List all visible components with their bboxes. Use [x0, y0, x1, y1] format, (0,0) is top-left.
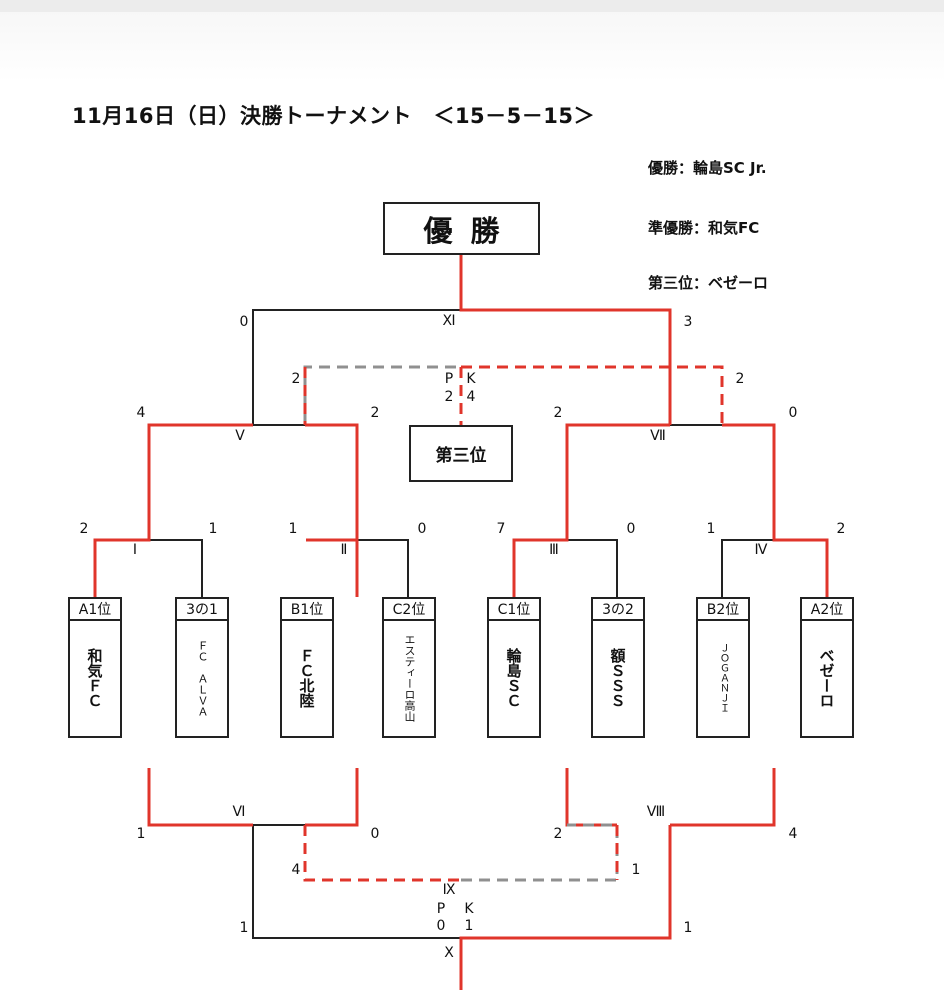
- match-label: Ⅲ: [549, 542, 559, 558]
- bracket-line-m10-winner: [459, 825, 672, 990]
- pk-score: 0: [436, 918, 446, 934]
- match-label: Ⅳ: [754, 542, 768, 558]
- team-name: ＪＯＧＡＮＪＩ: [717, 643, 729, 713]
- team-name: 和気ＦＣ: [85, 648, 104, 708]
- score: 0: [370, 826, 380, 842]
- team-seed: B2位: [698, 599, 748, 621]
- score: 0: [239, 314, 249, 330]
- match-label: Ⅺ: [442, 313, 456, 329]
- bracket-line-m6-right: [305, 768, 359, 827]
- team-seed: 3の1: [177, 599, 227, 621]
- score: 1: [706, 521, 716, 537]
- bracket-line-third-right: [461, 365, 774, 427]
- pk-label: P: [444, 371, 454, 387]
- match-label: Ⅴ: [235, 428, 245, 444]
- pk-score: 4: [466, 389, 476, 405]
- team-name: 輪島ＳＣ: [504, 648, 523, 708]
- bracket-line-m3-loser: [514, 539, 618, 597]
- team-name: エスティーロ高山: [403, 634, 416, 722]
- match-label: Ⅱ: [340, 542, 348, 558]
- bracket-line-final-winner: [459, 255, 672, 425]
- team-seed: C1位: [489, 599, 539, 621]
- bracket-line-m1-loser: [149, 539, 203, 597]
- team-card: 3の1 ＦＣ ＡＬＶＡ: [175, 597, 229, 738]
- team-name: ベゼーロ: [817, 648, 836, 708]
- score: 0: [626, 521, 636, 537]
- runner-up-result: 準優勝：和気FC: [648, 219, 760, 237]
- bracket-line-m10-loser: [252, 825, 461, 939]
- window-top-bar: [0, 0, 944, 12]
- score: 3: [683, 314, 693, 330]
- score: 2: [553, 405, 563, 421]
- bracket-line-m8-right: [670, 768, 776, 827]
- score: 1: [239, 920, 249, 936]
- pk-label: K: [464, 901, 474, 917]
- score: 1: [208, 521, 218, 537]
- score: 7: [496, 521, 506, 537]
- team-card: C2位 エスティーロ高山: [382, 597, 436, 738]
- bracket-line-m6-left: [147, 768, 253, 827]
- bracket-line-m9-left: [303, 825, 461, 882]
- pk-label: K: [466, 371, 476, 387]
- champion-box: 優勝: [383, 202, 540, 255]
- score: 2: [553, 826, 563, 842]
- match-label: Ⅶ: [650, 428, 666, 444]
- third-place-result: 第三位：ベゼーロ: [648, 274, 769, 292]
- score: 0: [417, 521, 427, 537]
- match-label: Ⅵ: [232, 804, 246, 820]
- match-label: Ⅰ: [132, 542, 138, 558]
- third-place-box: 第三位: [409, 425, 513, 482]
- team-card: 3の2 額ＳＳＳ: [591, 597, 645, 738]
- score: 2: [79, 521, 89, 537]
- score: 2: [291, 371, 301, 387]
- match-label: Ⅹ: [444, 945, 454, 961]
- score: 4: [788, 826, 798, 842]
- bracket-line-m9-right: [461, 823, 619, 882]
- team-seed: C2位: [384, 599, 434, 621]
- bracket-line-m3-winner: [512, 423, 670, 597]
- match-label: Ⅸ: [442, 882, 456, 898]
- bracket-line-m4-winner: [722, 423, 829, 597]
- score: 4: [136, 405, 146, 421]
- bracket-line-m4-loser: [721, 539, 774, 597]
- score: 1: [136, 826, 146, 842]
- team-seed: A1位: [70, 599, 120, 621]
- bracket-line-m2-winner: [305, 423, 359, 540]
- team-seed: 3の2: [593, 599, 643, 621]
- bracket-line-hokuriku-up: [306, 538, 359, 597]
- score: 2: [735, 371, 745, 387]
- score: 2: [836, 521, 846, 537]
- bracket-line-m8-left: [565, 768, 617, 827]
- team-card: B2位 ＪＯＧＡＮＪＩ: [696, 597, 750, 738]
- score: 1: [631, 862, 641, 878]
- team-name: 額ＳＳＳ: [608, 648, 627, 708]
- score: 2: [370, 405, 380, 421]
- team-card: C1位 輪島ＳＣ: [487, 597, 541, 738]
- score: 0: [788, 405, 798, 421]
- team-card: A2位 ベゼーロ: [800, 597, 854, 738]
- score: 4: [291, 862, 301, 878]
- bracket-line-m11-loser: [252, 309, 461, 425]
- team-seed: A2位: [802, 599, 852, 621]
- winner-result: 優勝：輪島SC Jr.: [648, 159, 767, 177]
- header-shade: [0, 12, 944, 82]
- pk-score: 2: [444, 389, 454, 405]
- team-name: ＦＣ ＡＬＶＡ: [196, 639, 209, 717]
- pk-label: P: [436, 901, 446, 917]
- page-title: 11月16日（日）決勝トーナメント ＜15－5－15＞: [72, 104, 596, 128]
- team-card: B1位 ＦＣ北陸: [280, 597, 334, 738]
- team-name: ＦＣ北陸: [297, 648, 316, 708]
- team-card: A1位 和気ＦＣ: [68, 597, 122, 738]
- pk-score: 1: [464, 918, 474, 934]
- score: 1: [683, 920, 693, 936]
- score: 1: [288, 521, 298, 537]
- match-label: Ⅷ: [646, 804, 666, 820]
- bracket-line-third-left: [303, 365, 461, 425]
- team-seed: B1位: [282, 599, 332, 621]
- bracket-line-wake-path: [93, 423, 253, 597]
